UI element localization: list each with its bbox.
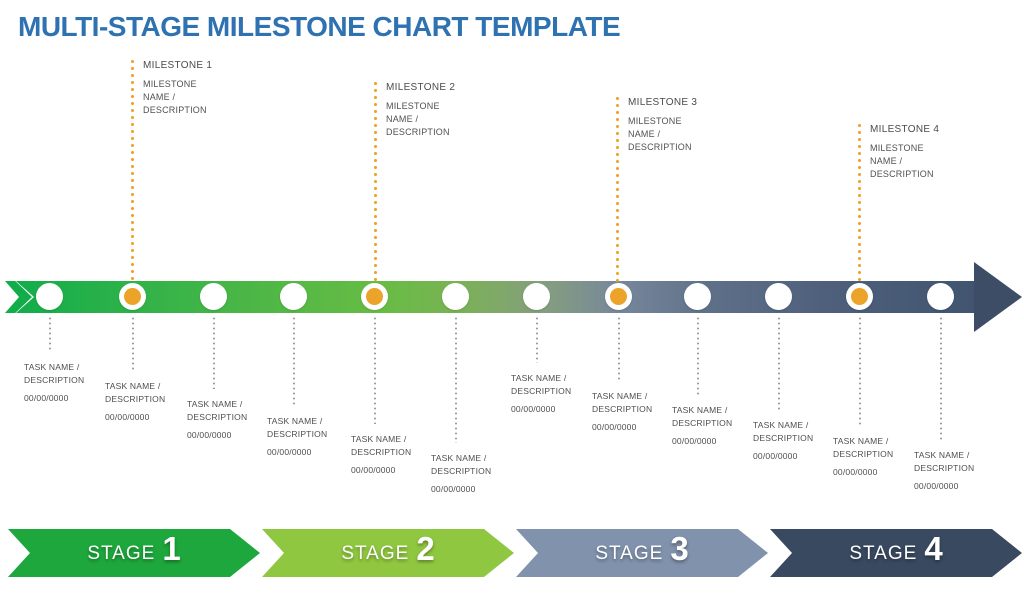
task-name: TASK NAME / DESCRIPTION (914, 450, 975, 473)
milestone-dot-icon (610, 288, 627, 305)
stage-4-arrow: STAGE 4 (770, 529, 1022, 577)
task-9-label: TASK NAME / DESCRIPTION 00/00/0000 (672, 404, 736, 446)
milestone-4-label: MILESTONE 4 MILESTONE NAME / DESCRIPTION (870, 124, 939, 181)
milestone-name: MILESTONE 3 (628, 97, 698, 108)
task-5-label: TASK NAME / DESCRIPTION 00/00/0000 (351, 433, 415, 475)
timeline-node-4 (280, 283, 307, 310)
timeline-node-7 (523, 283, 550, 310)
milestone-2-connector-line (374, 80, 377, 310)
stage-label: STAGE (849, 543, 918, 564)
task-date: 00/00/0000 (753, 450, 798, 461)
milestone-description: MILESTONE NAME / DESCRIPTION (386, 101, 450, 138)
task-date: 00/00/0000 (511, 403, 556, 414)
milestone-4-connector-line (858, 122, 861, 310)
stage-label: STAGE (87, 543, 156, 564)
milestone-1-label: MILESTONE 1 MILESTONE NAME / DESCRIPTION (143, 60, 212, 117)
task-name: TASK NAME / DESCRIPTION (351, 434, 412, 457)
milestone-description: MILESTONE NAME / DESCRIPTION (628, 116, 692, 153)
timeline-node-5-milestone (361, 283, 388, 310)
timeline-node-6 (442, 283, 469, 310)
task-date: 00/00/0000 (105, 411, 150, 422)
stage-number: 3 (670, 530, 689, 567)
task-10-label: TASK NAME / DESCRIPTION 00/00/0000 (753, 419, 817, 461)
task-4-label: TASK NAME / DESCRIPTION 00/00/0000 (267, 415, 331, 457)
task-name: TASK NAME / DESCRIPTION (592, 391, 653, 414)
timeline-node-9 (684, 283, 711, 310)
task-7-label: TASK NAME / DESCRIPTION 00/00/0000 (511, 372, 575, 414)
task-name: TASK NAME / DESCRIPTION (511, 373, 572, 396)
milestone-3-connector-line (616, 95, 619, 310)
milestone-dot-icon (851, 288, 868, 305)
task-12-label: TASK NAME / DESCRIPTION 00/00/0000 (914, 449, 978, 491)
timeline-node-8-milestone (605, 283, 632, 310)
milestone-description: MILESTONE NAME / DESCRIPTION (870, 143, 934, 180)
task-1-connector-line (49, 316, 51, 352)
task-9-connector-line (697, 316, 699, 395)
milestone-1-connector-line (131, 58, 134, 310)
task-8-label: TASK NAME / DESCRIPTION 00/00/0000 (592, 390, 656, 432)
task-name: TASK NAME / DESCRIPTION (187, 399, 248, 422)
task-1-label: TASK NAME / DESCRIPTION 00/00/0000 (24, 361, 88, 403)
stage-label: STAGE (341, 543, 410, 564)
stage-1-arrow: STAGE 1 (8, 529, 260, 577)
page-title: MULTI-STAGE MILESTONE CHART TEMPLATE (18, 11, 621, 42)
stage-number: 2 (416, 530, 435, 567)
task-date: 00/00/0000 (187, 429, 232, 440)
task-name: TASK NAME / DESCRIPTION (267, 416, 328, 439)
task-date: 00/00/0000 (672, 435, 717, 446)
task-name: TASK NAME / DESCRIPTION (105, 381, 166, 404)
milestone-description: MILESTONE NAME / DESCRIPTION (143, 79, 207, 116)
task-name: TASK NAME / DESCRIPTION (24, 362, 85, 385)
task-6-connector-line (455, 316, 457, 443)
timeline-node-11-milestone (846, 283, 873, 310)
task-6-label: TASK NAME / DESCRIPTION 00/00/0000 (431, 452, 495, 494)
milestone-3-label: MILESTONE 3 MILESTONE NAME / DESCRIPTION (628, 97, 697, 154)
task-2-label: TASK NAME / DESCRIPTION 00/00/0000 (105, 380, 169, 422)
stage-number: 4 (924, 530, 943, 567)
timeline-node-10 (765, 283, 792, 310)
task-name: TASK NAME / DESCRIPTION (672, 405, 733, 428)
task-3-connector-line (213, 316, 215, 389)
stage-2-arrow: STAGE 2 (262, 529, 514, 577)
task-2-connector-line (132, 316, 134, 371)
milestone-name: MILESTONE 2 (386, 82, 456, 93)
task-date: 00/00/0000 (267, 446, 312, 457)
timeline-arrowhead-icon (974, 262, 1022, 332)
task-name: TASK NAME / DESCRIPTION (833, 436, 894, 459)
task-date: 00/00/0000 (431, 483, 476, 494)
task-11-label: TASK NAME / DESCRIPTION 00/00/0000 (833, 435, 897, 477)
stage-label: STAGE (595, 543, 664, 564)
task-10-connector-line (778, 316, 780, 410)
timeline-node-12 (927, 283, 954, 310)
task-date: 00/00/0000 (592, 421, 637, 432)
task-11-connector-line (859, 316, 861, 426)
task-date: 00/00/0000 (24, 392, 69, 403)
milestone-name: MILESTONE 1 (143, 60, 213, 71)
task-8-connector-line (618, 316, 620, 381)
task-name: TASK NAME / DESCRIPTION (431, 453, 492, 476)
timeline-band (16, 281, 976, 313)
task-5-connector-line (374, 316, 376, 424)
task-date: 00/00/0000 (833, 466, 878, 477)
task-date: 00/00/0000 (351, 464, 396, 475)
task-date: 00/00/0000 (914, 480, 959, 491)
timeline-node-1 (36, 283, 63, 310)
task-3-label: TASK NAME / DESCRIPTION 00/00/0000 (187, 398, 251, 440)
task-7-connector-line (536, 316, 538, 363)
stage-number: 1 (162, 530, 181, 567)
timeline-node-3 (200, 283, 227, 310)
timeline-node-2-milestone (119, 283, 146, 310)
milestone-dot-icon (124, 288, 141, 305)
task-12-connector-line (940, 316, 942, 440)
milestone-name: MILESTONE 4 (870, 124, 940, 135)
stage-3-arrow: STAGE 3 (516, 529, 768, 577)
milestone-dot-icon (366, 288, 383, 305)
milestone-2-label: MILESTONE 2 MILESTONE NAME / DESCRIPTION (386, 82, 455, 139)
task-name: TASK NAME / DESCRIPTION (753, 420, 814, 443)
task-4-connector-line (293, 316, 295, 406)
